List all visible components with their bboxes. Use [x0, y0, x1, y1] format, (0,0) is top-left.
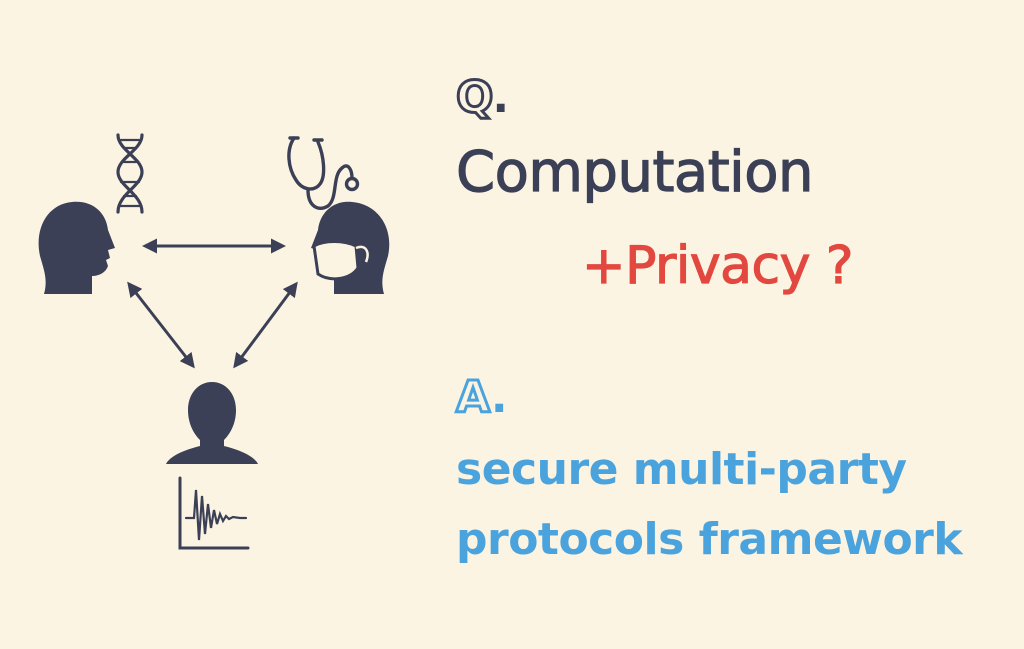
question-label-dot: . — [492, 72, 509, 123]
person-bust-bottom — [166, 382, 258, 464]
arrow-doctor-bottom — [233, 281, 298, 369]
answer-label-dot: . — [490, 372, 508, 423]
signal-graph-icon — [178, 476, 250, 550]
stethoscope-icon — [287, 136, 360, 210]
dna-icon — [116, 133, 144, 214]
person-head-left — [38, 201, 115, 294]
answer-line-2: protocols framework — [456, 514, 963, 565]
mpc-diagram — [38, 133, 390, 550]
arrow-left-bottom — [127, 281, 195, 369]
question-line-computation: Computation — [455, 140, 814, 205]
answer-line-1: secure multi-party — [456, 444, 907, 495]
answer-label: A. — [455, 372, 508, 423]
question-line-privacy: +Privacy ? — [581, 236, 854, 296]
face-mask — [312, 240, 360, 281]
doctor-head — [311, 201, 390, 294]
question-label: Q. — [454, 72, 509, 123]
